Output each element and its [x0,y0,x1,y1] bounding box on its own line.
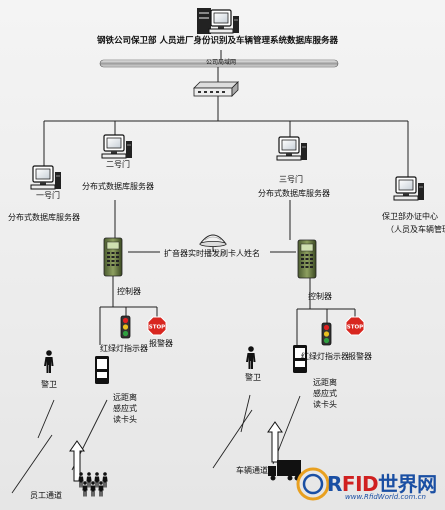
truck-icon [268,460,301,481]
diagram-title: 钢铁公司保卫部 人员进厂身份识别及车辆管理系统数据库服务器 [97,36,338,46]
distribution-lines [43,96,409,177]
left-reader-line1: 远距离 [113,393,137,402]
right-reader-line2: 感应式 [313,389,337,398]
gate3-role: 分布式数据库服务器 [258,189,330,198]
gate1-name: 一号门 [36,191,60,200]
right-controller-icon [297,239,317,279]
lan-bus [99,59,339,68]
cert-center-role: （人员及车辆管理） [386,225,445,234]
cert-center-computer-icon [393,176,425,201]
watermark-brand: RFID世界网 [327,472,437,496]
rfid-world-logo-icon [296,467,330,501]
right-guard-label: 警卫 [245,373,261,382]
right-stop-sign-icon [345,316,365,336]
gate3-name: 三号门 [279,175,303,184]
left-reader-line3: 读卡头 [113,415,137,424]
right-guard-icon [246,346,256,369]
right-controller-label: 控制器 [308,292,332,301]
right-traffic-light-label: 红绿灯指示器 [301,352,349,361]
left-traffic-light-label: 红绿灯指示器 [100,344,148,353]
gate1-computer-icon [30,165,62,190]
right-reader-line3: 读卡头 [313,400,337,409]
gate3-computer-icon [276,136,308,161]
channel-lines [11,394,301,494]
left-alarm-label: 报警器 [149,339,173,348]
left-rfid-reader-icon [95,356,109,384]
left-guard-icon [44,350,54,373]
left-guard-label: 警卫 [41,380,57,389]
gate2-name: 二号门 [106,160,130,169]
speaker-label: 扩音器实时播发刷卡人姓名 [164,249,260,258]
left-controller-icon [103,237,123,277]
network-switch-icon [193,81,239,97]
speaker-icon [199,234,227,247]
rfid-world-watermark: RFID世界网 www.RfidWorld.com.cn [293,462,443,508]
vehicle-channel-label: 车辆通道 [236,466,268,475]
gate2-computer-icon [101,134,133,159]
left-stop-sign-icon [147,316,167,336]
right-arrow-up-icon [267,421,283,463]
left-controller-label: 控制器 [117,287,141,296]
gate2-role: 分布式数据库服务器 [82,182,154,191]
main-server-icon [197,8,240,34]
lan-label: 公司局域网 [206,59,237,66]
gate1-role: 分布式数据库服务器 [8,213,80,222]
right-reader-line1: 远距离 [313,378,337,387]
left-reader-line2: 感应式 [113,404,137,413]
crowd-icon [78,472,108,497]
left-traffic-light-icon [120,315,131,339]
right-alarm-label: 报警器 [348,352,372,361]
watermark-url: www.RfidWorld.com.cn [345,493,426,501]
right-traffic-light-icon [321,322,332,346]
cert-center-name: 保卫部办证中心 [382,212,438,221]
staff-channel-label: 员工通道 [30,491,62,500]
